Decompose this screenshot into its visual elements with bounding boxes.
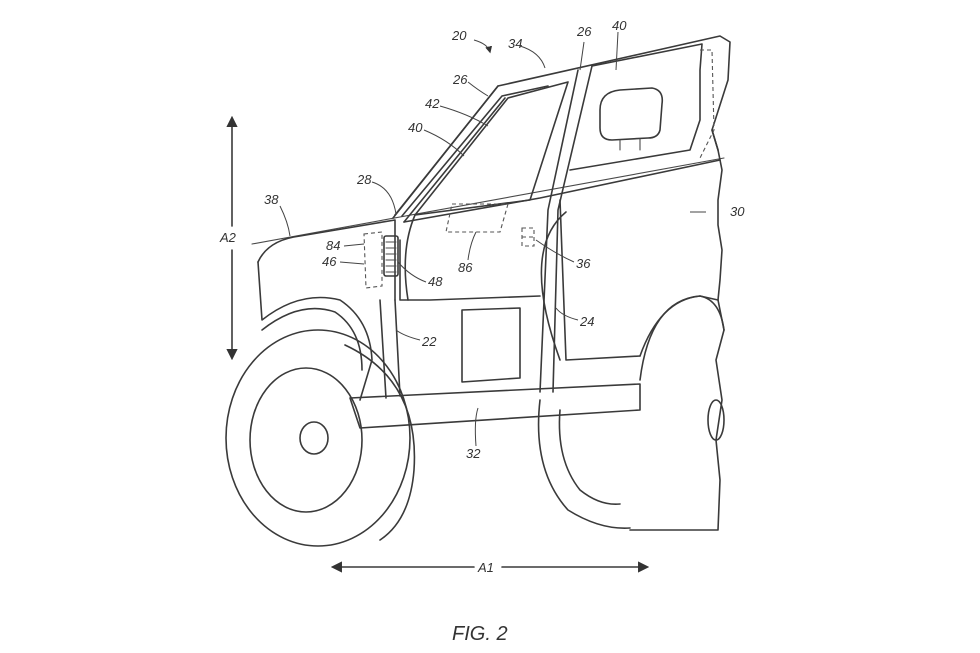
ref-20: 20: [451, 28, 467, 43]
ref-34: 34: [508, 36, 522, 51]
ref-42: 42: [425, 96, 440, 111]
vehicle-body: [257, 35, 731, 531]
front-wheel: [225, 329, 416, 547]
ref-26-top: 26: [576, 24, 592, 39]
ref-30: 30: [730, 204, 745, 219]
component-84-46: [363, 231, 383, 289]
ref-28: 28: [356, 172, 372, 187]
ref-26-apillar: 26: [452, 72, 468, 87]
ref-22: 22: [421, 334, 437, 349]
ref-38: 38: [264, 192, 279, 207]
ref-40-top: 40: [612, 18, 627, 33]
axis-a1-label: A1: [477, 560, 494, 575]
ref-84: 84: [326, 238, 340, 253]
ref-46: 46: [322, 254, 337, 269]
leader-lines: [279, 31, 706, 447]
ref-86: 86: [458, 260, 473, 275]
axis-a2-label: A2: [219, 230, 237, 245]
reference-line-38: [251, 157, 725, 245]
ref-32: 32: [466, 446, 481, 461]
vent-48: [383, 235, 399, 277]
ref-24: 24: [579, 314, 594, 329]
ref-48: 48: [428, 274, 443, 289]
rear-wheel: [537, 295, 725, 529]
figure-caption: FIG. 2: [452, 623, 508, 645]
ref-40-windshield: 40: [408, 120, 423, 135]
component-86: [445, 203, 509, 233]
ref-36: 36: [576, 256, 591, 271]
